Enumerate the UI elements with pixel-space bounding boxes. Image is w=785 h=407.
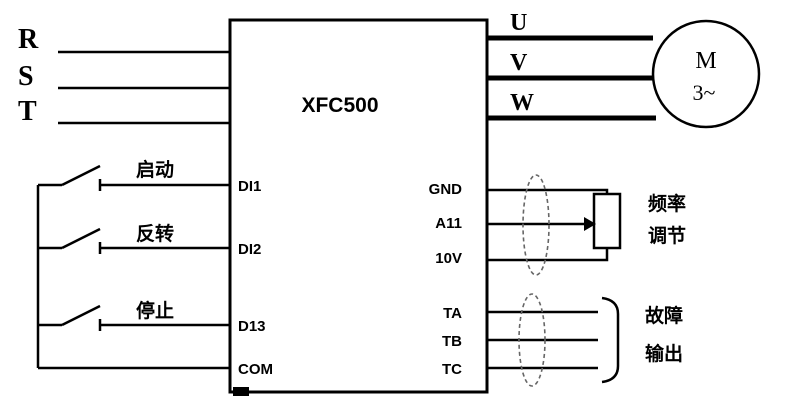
phase-v-label: V xyxy=(510,50,528,76)
terminal-gnd: GND xyxy=(429,181,463,198)
switch-reverse: 反转 xyxy=(38,222,230,254)
terminal-10v: 10V xyxy=(435,250,462,267)
terminal-tb: TB xyxy=(442,333,462,350)
switch-start-blade xyxy=(61,164,101,187)
terminal-di1: DI1 xyxy=(238,178,261,195)
relay-caption-line2: 输出 xyxy=(645,342,683,365)
terminal-a11: A11 xyxy=(435,215,462,232)
digital-input-section: 启动 反转 停止 DI1 DI2 D13 COM xyxy=(36,158,273,378)
switch-reverse-label: 反转 xyxy=(136,222,174,245)
terminal-ta: TA xyxy=(443,305,462,322)
inverter-outline xyxy=(228,18,489,394)
terminal-di3: D13 xyxy=(238,318,266,335)
switch-stop-label: 停止 xyxy=(136,299,174,322)
motor-label-m: M xyxy=(695,48,716,74)
relay-bracket xyxy=(601,296,620,384)
motor-symbol: M 3~ xyxy=(651,19,761,129)
switch-stop: 停止 xyxy=(38,299,230,331)
power-output-section: U V W M 3~ xyxy=(487,10,761,129)
shield-ellipse-analog xyxy=(522,174,550,276)
relay-caption-line1: 故障 xyxy=(645,304,683,327)
switch-reverse-blade xyxy=(61,227,101,250)
phase-r-label: R xyxy=(18,24,39,55)
inverter-model-label: XFC500 xyxy=(301,94,378,117)
analog-section: GND A11 10V 频率 调节 xyxy=(429,174,686,276)
inverter-box: XFC500 xyxy=(228,18,489,396)
terminal-di2: DI2 xyxy=(238,241,261,258)
phase-s-label: S xyxy=(18,61,34,92)
power-input-section: R S T xyxy=(18,24,230,127)
analog-caption-line2: 调节 xyxy=(648,225,686,247)
terminal-com: COM xyxy=(238,361,273,378)
terminal-tc: TC xyxy=(442,361,462,378)
wiper-arrow-icon xyxy=(584,217,596,231)
motor-circle xyxy=(651,19,761,129)
relay-section: TA TB TC 故障 输出 xyxy=(442,293,683,387)
switch-stop-blade xyxy=(61,304,101,327)
analog-caption-line1: 频率 xyxy=(648,192,686,215)
switch-start: 启动 xyxy=(38,158,230,191)
motor-label-3ph: 3~ xyxy=(693,80,716,105)
phase-w-label: W xyxy=(510,90,534,116)
phase-u-label: U xyxy=(510,10,527,36)
shield-ellipse-relay xyxy=(518,293,546,387)
potentiometer xyxy=(592,192,622,250)
phase-t-label: T xyxy=(18,96,37,127)
switch-start-label: 启动 xyxy=(136,158,174,181)
corner-mark xyxy=(233,387,249,396)
wire-gnd xyxy=(487,188,609,194)
